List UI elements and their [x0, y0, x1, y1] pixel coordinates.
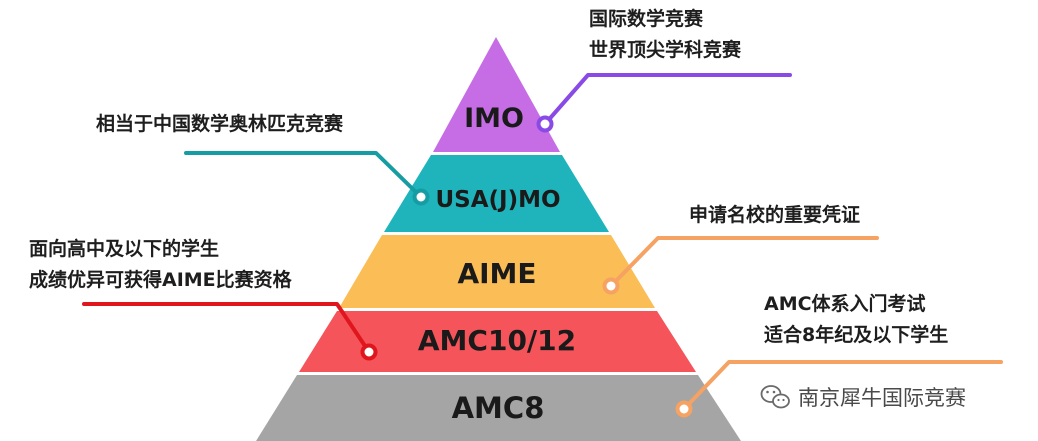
watermark: 南京犀牛国际竞赛	[760, 385, 966, 410]
leader-dot-amc1012	[360, 343, 378, 361]
leader-line-usajmo	[184, 151, 430, 206]
pyramid-level-amc1012	[299, 311, 696, 372]
pyramid-level-usajmo	[384, 155, 609, 232]
leader-line-aime	[602, 236, 879, 295]
level-label-amc1012: AMC10/12	[418, 324, 576, 357]
level-label-usajmo: USA(J)MO	[435, 187, 560, 213]
leader-line-amc1012	[82, 302, 378, 361]
watermark-text: 南京犀牛国际竞赛	[798, 386, 966, 410]
note-amc8-line-1: AMC体系入门考试	[764, 292, 926, 315]
note-imo-line-2: 世界顶尖学科竞赛	[589, 38, 742, 61]
wechat-icon	[760, 385, 790, 409]
level-label-imo: IMO	[464, 103, 524, 134]
leader-dot-imo	[536, 115, 554, 133]
note-aime-line-1: 申请名校的重要凭证	[689, 203, 860, 226]
note-amc1012-line-2: 成绩优异可获得AIME比赛资格	[29, 268, 293, 291]
note-imo-line-1: 国际数学竞赛	[589, 7, 704, 30]
leader-dot-aime	[602, 277, 620, 295]
note-amc8-line-2: 适合8年纪及以下学生	[764, 323, 948, 346]
level-label-amc8: AMC8	[452, 391, 545, 425]
pyramid-level-amc8	[256, 375, 741, 441]
leader-line-imo	[536, 73, 792, 133]
pyramid-level-aime	[339, 235, 655, 308]
level-label-aime: AIME	[457, 257, 536, 290]
pyramid-level-imo	[433, 37, 560, 152]
note-amc1012-line-1: 面向高中及以下的学生	[29, 237, 219, 260]
leader-dot-usajmo	[412, 188, 430, 206]
leader-dot-amc8	[675, 400, 693, 418]
leader-line-amc8	[675, 360, 1003, 418]
note-usajmo-line-1: 相当于中国数学奥林匹克竞赛	[96, 112, 344, 135]
